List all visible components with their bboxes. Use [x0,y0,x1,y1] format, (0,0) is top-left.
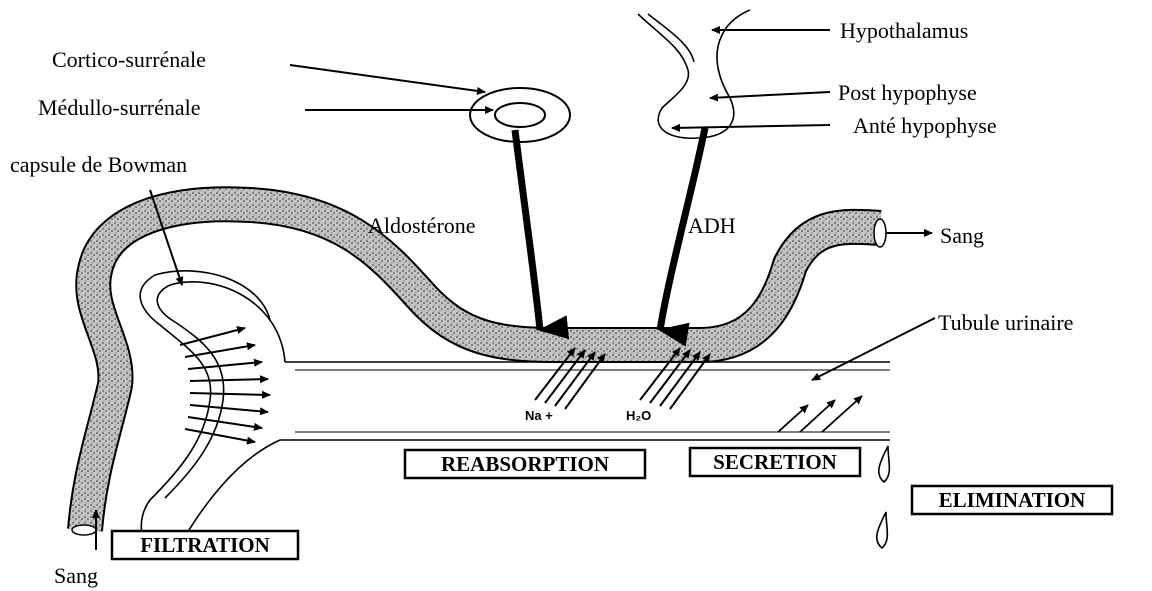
aldosterone-arrow [515,130,540,330]
adrenal-medulla [495,103,545,127]
droplet-1 [879,446,890,482]
elimination-box: ELIMINATION [912,486,1112,514]
sang-out-label: Sang [940,223,984,248]
adh-label: ADH [688,213,736,238]
filtration-box: FILTRATION [112,531,298,559]
cortico-surrenale-label: Cortico-surrénale [52,47,206,72]
adrenal-gland [470,88,570,142]
capsule-inner [157,282,285,498]
filtration-arrows [180,328,270,442]
ante-hypophyse-label: Anté hypophyse [853,113,997,138]
filtration-label: FILTRATION [140,533,270,557]
bowman-capsule-label: capsule de Bowman [10,152,187,177]
secretion-label: SECRETION [713,450,837,474]
vessel-end-out [874,219,886,247]
vessel-end-in [72,525,96,535]
aldosterone-label: Aldostérone [368,213,476,238]
secretion-box: SECRETION [690,448,860,476]
h2o-label: H₂O [626,408,651,423]
reabsorption-label: REABSORPTION [441,452,609,476]
tubule-urinaire-label: Tubule urinaire [938,310,1073,335]
na-ion-label: Na + [525,408,553,423]
droplet-2 [877,512,888,548]
secretion-arrows [778,396,862,432]
hypothalamus-label: Hypothalamus [840,18,968,43]
post-hypophyse-label: Post hypophyse [838,80,977,105]
elimination-label: ELIMINATION [939,488,1086,512]
sang-in-label: Sang [54,563,98,588]
reabsorption-box: REABSORPTION [405,450,645,478]
medullo-surrenale-label: Médullo-surrénale [38,95,201,120]
